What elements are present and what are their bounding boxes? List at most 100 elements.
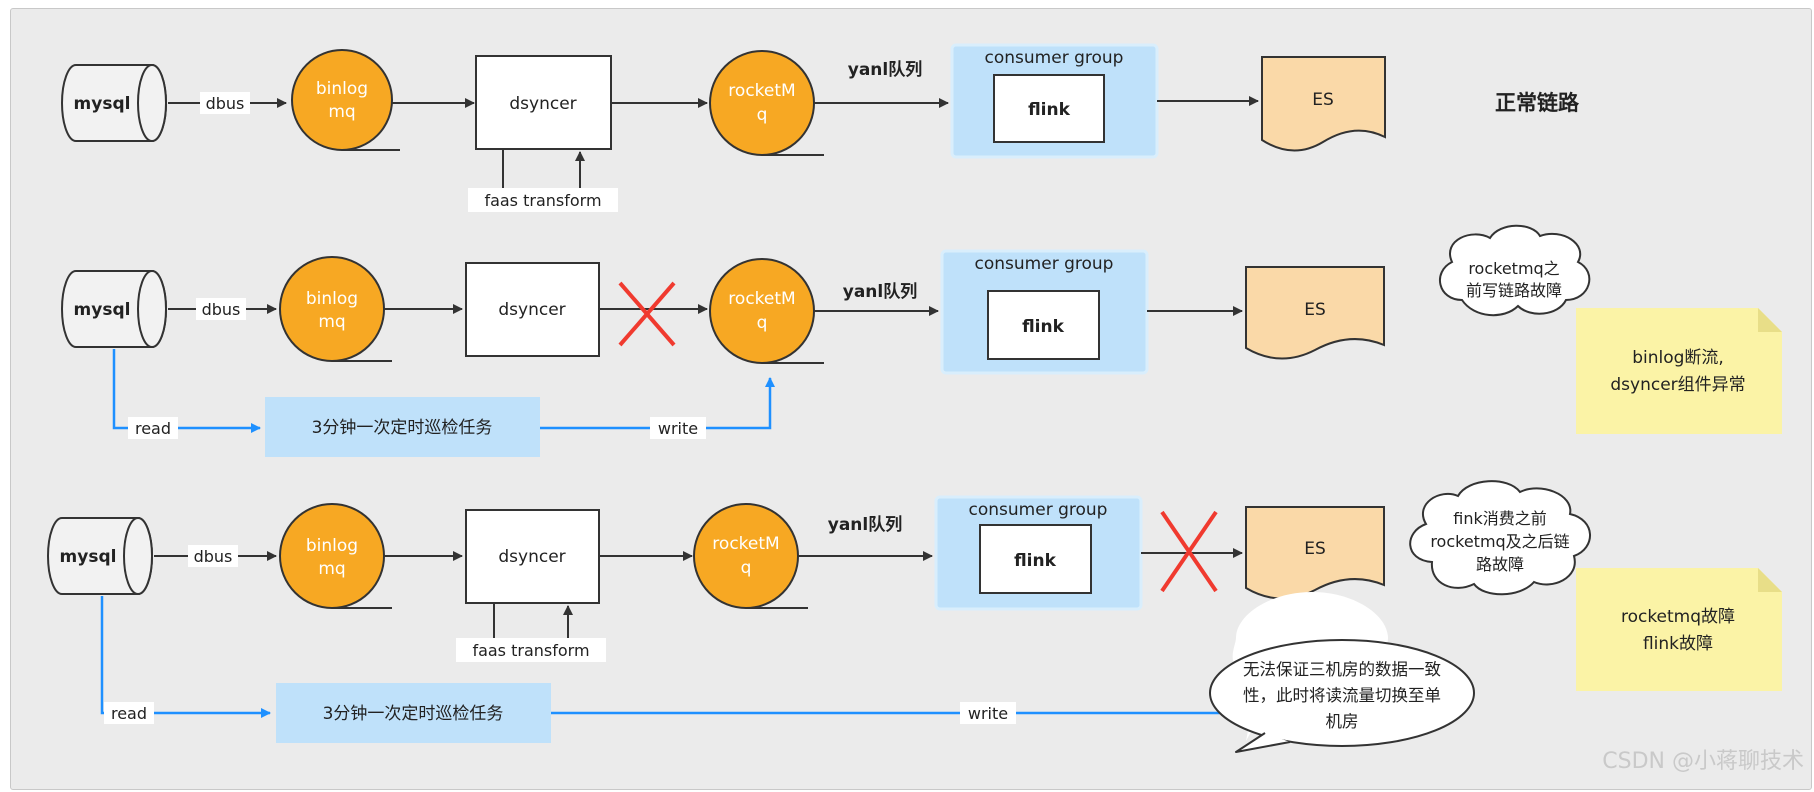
consumer-group-label: consumer group bbox=[969, 500, 1108, 520]
note1-line-1: binlog断流, bbox=[1632, 348, 1724, 368]
read-label: read bbox=[111, 704, 147, 723]
consumer-group-node: consumer group flink bbox=[934, 495, 1143, 611]
cloud-callout-2: fink消费之前 rocketmq及之后链 路故障 bbox=[1409, 480, 1591, 596]
rocketmq-label-2: q bbox=[757, 313, 768, 333]
faas-label-bg bbox=[456, 638, 606, 662]
consumer-group-node: consumer group flink bbox=[950, 43, 1159, 159]
dsyncer-label: dsyncer bbox=[498, 547, 565, 567]
cloud2-line-2: rocketmq及之后链 bbox=[1430, 532, 1569, 551]
write-path bbox=[540, 377, 775, 430]
consumer-group-label: consumer group bbox=[985, 48, 1124, 68]
mysql-db-icon: mysql bbox=[61, 64, 167, 142]
dbus-label: dbus bbox=[202, 300, 241, 319]
note2-line-2: flink故障 bbox=[1643, 634, 1713, 654]
rocketmq-label-2: q bbox=[757, 105, 768, 125]
note1-line-2: dsyncer组件异常 bbox=[1610, 375, 1745, 395]
cloud1-line-2: 前写链路故障 bbox=[1466, 281, 1562, 300]
faas-label: faas transform bbox=[484, 191, 601, 210]
write-label: write bbox=[968, 704, 1008, 723]
flink-label: flink bbox=[1028, 100, 1071, 120]
mysql-label: mysql bbox=[60, 547, 117, 567]
binlog-mq-node: binlog mq bbox=[279, 256, 392, 362]
normal-link-label: 正常链路 bbox=[1495, 91, 1580, 115]
sticky-note-1: binlog断流, dsyncer组件异常 bbox=[1576, 308, 1782, 434]
dsyncer-node: dsyncer bbox=[465, 262, 600, 357]
rocketmq-label-1: rocketM bbox=[712, 534, 779, 554]
inspection-task-box bbox=[265, 397, 540, 457]
flink-label: flink bbox=[1022, 317, 1065, 337]
row-1: mysql dbus binlog mq dsyncer faas transf… bbox=[61, 43, 1580, 212]
sticky-note-2: rocketmq故障 flink故障 bbox=[1576, 568, 1782, 691]
bubble-line-1: 无法保证三机房的数据一致 bbox=[1243, 660, 1441, 679]
mysql-label: mysql bbox=[74, 300, 131, 320]
es-document-node: ES bbox=[1261, 56, 1386, 152]
es-document-node: ES bbox=[1245, 506, 1385, 600]
cloud1-line-1: rocketmq之 bbox=[1468, 259, 1559, 278]
read-path bbox=[112, 349, 261, 433]
rocketmq-node: rocketM q bbox=[709, 258, 824, 364]
rocketmq-node: rocketM q bbox=[693, 503, 808, 609]
bubble-line-2: 性，此时将读流量切换至单 bbox=[1243, 686, 1441, 705]
inspection-task-box bbox=[276, 683, 551, 743]
inspection-task-label: 3分钟一次定时巡检任务 bbox=[323, 704, 504, 724]
read-path bbox=[100, 596, 271, 718]
mysql-db-icon: mysql bbox=[61, 270, 167, 348]
cloud2-line-1: fink消费之前 bbox=[1453, 509, 1547, 528]
binlog-label: binlog bbox=[316, 79, 368, 99]
yanl-queue-label: yanl队列 bbox=[843, 281, 917, 302]
consumer-group-label: consumer group bbox=[975, 254, 1114, 274]
rocketmq-label-2: q bbox=[741, 558, 752, 578]
read-label-bg bbox=[104, 702, 154, 724]
es-label: ES bbox=[1304, 300, 1326, 320]
dsyncer-label: dsyncer bbox=[509, 94, 576, 114]
mq-label: mq bbox=[318, 312, 345, 332]
row-3: mysql dbus binlog mq dsyncer faas transf… bbox=[47, 480, 1782, 753]
cloud2-line-3: 路故障 bbox=[1476, 555, 1524, 574]
dbus-label-bg bbox=[196, 298, 246, 320]
es-label: ES bbox=[1312, 90, 1334, 110]
watermark: CSDN @小蒋聊技术 bbox=[1602, 749, 1804, 774]
row-2: mysql dbus binlog mq dsyncer bbox=[61, 224, 1782, 457]
write-label: write bbox=[658, 419, 698, 438]
dbus-label-bg bbox=[188, 545, 238, 567]
bubble-line-3: 机房 bbox=[1326, 712, 1359, 731]
dbus-label: dbus bbox=[206, 94, 245, 113]
dsyncer-node: dsyncer bbox=[465, 509, 600, 604]
flink-box bbox=[987, 290, 1100, 360]
yanl-queue-label: yanl队列 bbox=[848, 59, 922, 80]
failure-cross-icon bbox=[1160, 510, 1218, 593]
write-label-bg bbox=[960, 702, 1016, 724]
rocketmq-label-1: rocketM bbox=[728, 81, 795, 101]
inspection-task-label: 3分钟一次定时巡检任务 bbox=[312, 418, 493, 438]
dbus-label: dbus bbox=[194, 547, 233, 566]
binlog-mq-node: binlog mq bbox=[291, 49, 400, 151]
failure-cross-icon bbox=[618, 281, 676, 347]
read-label-bg bbox=[128, 417, 178, 439]
write-path bbox=[551, 595, 1317, 715]
flink-box bbox=[979, 524, 1092, 594]
flink-label: flink bbox=[1014, 551, 1057, 571]
mysql-db-icon: mysql bbox=[47, 517, 153, 595]
consumer-group-node: consumer group flink bbox=[940, 249, 1149, 375]
speech-bubble: 无法保证三机房的数据一致 性，此时将读流量切换至单 机房 bbox=[1209, 592, 1475, 753]
write-label-bg bbox=[650, 417, 706, 439]
binlog-label: binlog bbox=[306, 289, 358, 309]
rocketmq-node: rocketM q bbox=[709, 50, 824, 156]
mysql-label: mysql bbox=[74, 94, 131, 114]
read-label: read bbox=[135, 419, 171, 438]
binlog-label: binlog bbox=[306, 536, 358, 556]
cloud-callout-1: rocketmq之 前写链路故障 bbox=[1439, 224, 1591, 317]
faas-label-bg bbox=[468, 188, 618, 212]
yanl-queue-label: yanl队列 bbox=[828, 514, 902, 535]
es-document-node: ES bbox=[1245, 266, 1385, 360]
rocketmq-label-1: rocketM bbox=[728, 289, 795, 309]
faas-label: faas transform bbox=[472, 641, 589, 660]
flink-box bbox=[993, 74, 1105, 143]
mq-label: mq bbox=[318, 559, 345, 579]
dsyncer-label: dsyncer bbox=[498, 300, 565, 320]
dbus-label-bg bbox=[200, 92, 250, 114]
mq-label: mq bbox=[328, 102, 355, 122]
note2-line-1: rocketmq故障 bbox=[1621, 607, 1735, 627]
